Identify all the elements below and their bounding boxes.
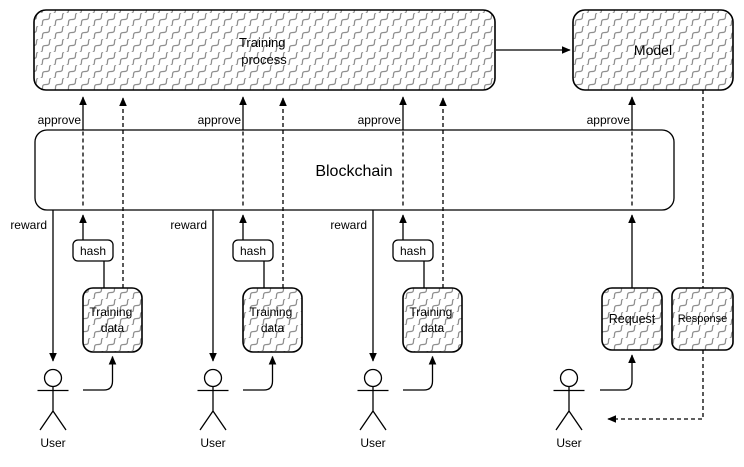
response-node: Response [671,287,734,351]
hash-node-1: hash [72,239,114,262]
training-data-box-1 [82,287,143,353]
hash-node-2: hash [232,239,274,262]
user-to-data-arrow-1 [83,355,117,391]
user-actor-3: User [356,368,390,450]
request-label: Request [609,312,656,326]
model-label: Model [634,42,672,58]
model-box [572,9,734,91]
training-data-label-2: Training data [249,305,295,335]
blockchain-box [34,129,675,211]
hash-node-3: hash [392,239,434,262]
training-data-box-2 [242,287,303,353]
approve-label-3: approve [358,113,402,127]
training-data-label-1: Training data [89,305,135,335]
hash-label-1: hash [80,244,106,258]
training-process-label: Training process [239,35,289,67]
training-data-node-3: Training data [402,287,463,353]
response-box [671,287,734,351]
training-data-node-1: Training data [82,287,143,353]
hash-box-1 [72,239,114,262]
blockchain-node: Blockchain [34,129,675,211]
training-process-box [33,9,496,91]
reward-label-2: reward [170,218,207,232]
user-label-4: User [556,436,581,450]
reward-label-1: reward [10,218,47,232]
request-node: Request [601,287,663,351]
training-data-label-3: Training data [409,305,455,335]
user-label-3: User [360,436,385,450]
hash-box-3 [392,239,434,262]
model-node: Model [572,9,734,91]
user-to-data-arrow-3 [403,355,437,391]
reward-label-3: reward [330,218,367,232]
blockchain-label: Blockchain [315,163,392,180]
approve-label-2: approve [198,113,242,127]
user-label-2: User [200,436,225,450]
user-actor-2: User [196,368,230,450]
hash-label-2: hash [240,244,266,258]
user-to-data-arrow-2 [243,355,277,391]
training-process-node: Training process [33,9,496,91]
approve-label-1: approve [38,113,82,127]
response-to-user-dashed-arrow [607,350,704,423]
training-data-box-3 [402,287,463,353]
user-actor-1: User [36,368,70,450]
approve-label-4: approve [587,113,631,127]
user-actor-4: User [552,368,586,450]
user-label-1: User [40,436,65,450]
response-label: Response [678,313,728,325]
hash-label-3: hash [400,244,426,258]
request-box [601,287,663,351]
training-data-node-2: Training data [242,287,303,353]
user-to-request-arrow [600,354,636,391]
hash-box-2 [232,239,274,262]
